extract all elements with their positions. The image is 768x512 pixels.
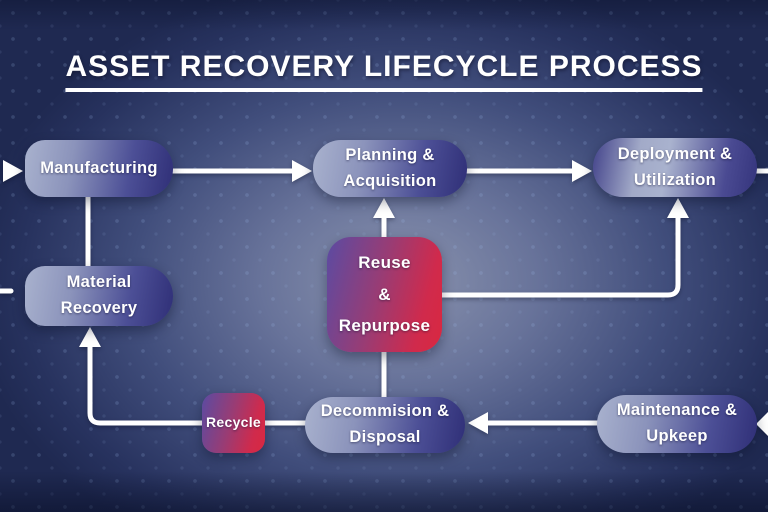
page-title: ASSET RECOVERY LIFECYCLE PROCESS bbox=[65, 50, 703, 92]
arrowhead-to-planning bbox=[292, 160, 312, 182]
node-deployment-utilization-label: Deployment & Utilization bbox=[617, 144, 733, 189]
node-manufacturing-label: Manufacturing bbox=[40, 158, 158, 177]
node-decommission-disposal-label: Decommision & Disposal bbox=[320, 402, 450, 446]
node-planning-acquisition-label: Planning & Acquisition bbox=[343, 145, 437, 190]
arrowhead-to-deployment bbox=[572, 160, 592, 182]
node-recycle: Recycle bbox=[202, 393, 265, 453]
node-reuse-repurpose: Reuse & Repurpose bbox=[327, 237, 442, 352]
arrowhead-up-to-planning bbox=[373, 198, 395, 218]
node-maintenance-upkeep: Maintenance & Upkeep bbox=[597, 395, 757, 453]
line-reuse-to-deployment bbox=[439, 214, 681, 298]
line-recycle-to-material bbox=[87, 343, 205, 426]
arrowhead-up-to-material bbox=[79, 327, 101, 347]
node-decommission-disposal: Decommision & Disposal bbox=[305, 397, 465, 453]
node-planning-acquisition: Planning & Acquisition bbox=[313, 140, 467, 197]
node-reuse-repurpose-label: Reuse & Repurpose bbox=[338, 253, 431, 336]
node-manufacturing: Manufacturing bbox=[25, 140, 173, 197]
arrow-in-right-to-maintenance bbox=[756, 412, 768, 436]
node-material-recovery-label: Material Recovery bbox=[60, 273, 138, 317]
arrowhead-to-decommission bbox=[468, 412, 488, 434]
node-recycle-label: Recycle bbox=[205, 414, 262, 431]
node-material-recovery: Material Recovery bbox=[25, 266, 173, 326]
arrow-in-left-to-manufacturing bbox=[3, 160, 23, 182]
arrowhead-up-to-deployment bbox=[667, 198, 689, 218]
node-deployment-utilization: Deployment & Utilization bbox=[593, 138, 757, 197]
node-maintenance-upkeep-label: Maintenance & Upkeep bbox=[616, 401, 738, 445]
